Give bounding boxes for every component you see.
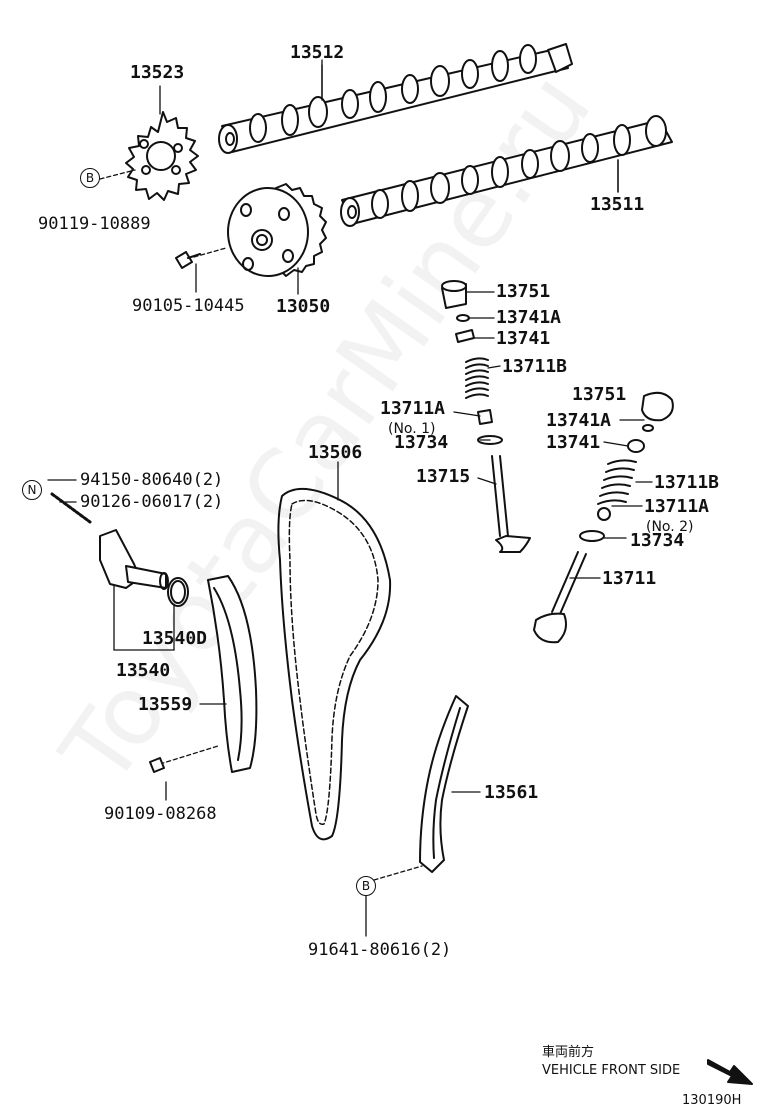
chain-tensioner-13540 — [50, 492, 189, 607]
label-13751-b: 13751 — [572, 384, 627, 405]
label-91641-80616: 91641-80616(2) — [308, 940, 452, 960]
label-90105-10445: 90105-10445 — [132, 296, 245, 316]
label-13711B-b: 13711B — [654, 472, 720, 493]
n-symbol: N — [22, 480, 42, 500]
label-13559: 13559 — [138, 694, 193, 715]
camshaft-13511 — [340, 115, 673, 227]
label-13711B-a: 13711B — [502, 356, 568, 377]
label-13715: 13715 — [416, 466, 471, 487]
label-90119-10889: 90119-10889 — [38, 214, 151, 234]
label-13523: 13523 — [130, 62, 185, 83]
label-13741A-a: 13741A — [496, 307, 562, 328]
label-13741-a: 13741 — [496, 328, 551, 349]
label-13540D: 13540D — [142, 628, 208, 649]
b-symbol-upper: B — [80, 168, 100, 188]
label-13751-a: 13751 — [496, 281, 551, 302]
camshaft-13512 — [218, 43, 573, 154]
label-13540: 13540 — [116, 660, 171, 681]
chain-guide-13561 — [373, 695, 469, 881]
label-13511: 13511 — [590, 194, 645, 215]
b-symbol-lower: B — [356, 876, 376, 896]
label-no2: (No. 2) — [646, 519, 694, 535]
label-13741A-b: 13741A — [546, 410, 612, 431]
valve-group-no1 — [441, 280, 531, 553]
label-94150-80640: 94150-80640(2) — [80, 470, 224, 490]
label-13734-a: 13734 — [394, 432, 449, 453]
timing-chain-13506 — [277, 487, 392, 841]
leader-lines — [47, 59, 653, 937]
label-13741-b: 13741 — [546, 432, 601, 453]
label-13506: 13506 — [308, 442, 363, 463]
vehicle-front-arrow — [707, 1059, 753, 1085]
bolt-90105-10445 — [175, 251, 201, 269]
label-13711A-b: 13711A — [644, 496, 710, 517]
chain-slipper-13559 — [149, 575, 258, 773]
label-13512: 13512 — [290, 42, 345, 63]
label-13050: 13050 — [276, 296, 331, 317]
label-13734-b: 13734 — [630, 530, 685, 551]
valve-group-no2 — [533, 391, 674, 644]
vehicle-front-label-en: VEHICLE FRONT SIDE — [542, 1063, 681, 1078]
label-90126-06017: 90126-06017(2) — [80, 492, 224, 512]
figure-code: 130190H — [682, 1093, 742, 1108]
camshaft-sprocket-13523 — [99, 111, 199, 201]
label-13711: 13711 — [602, 568, 657, 589]
vehicle-front-label-jp: 車両前方 — [542, 1045, 595, 1060]
label-13711A-a: 13711A — [380, 398, 446, 419]
vvt-gear-13050 — [193, 183, 327, 277]
label-90109-08268: 90109-08268 — [104, 804, 217, 824]
label-no1: (No. 1) — [388, 421, 436, 437]
label-13561: 13561 — [484, 782, 539, 803]
